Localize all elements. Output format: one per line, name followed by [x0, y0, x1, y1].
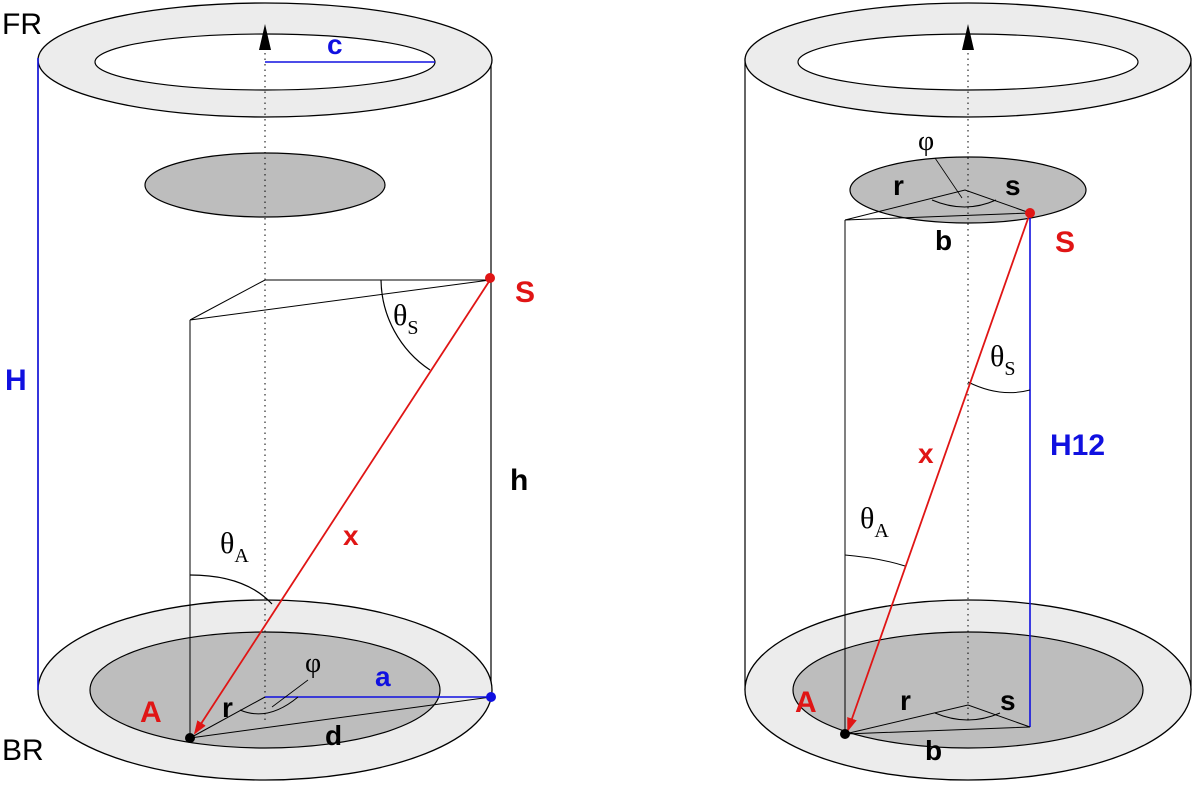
- left-label-r: r: [222, 692, 233, 723]
- left-point-A: [185, 733, 195, 743]
- right-label-b-bottom: b: [925, 735, 942, 766]
- left-label-A: A: [140, 696, 162, 729]
- left-theta-A-arc: [189, 574, 273, 605]
- right-theta-S-sub: S: [1004, 358, 1015, 380]
- left-label-BR: BR: [2, 734, 44, 767]
- left-theta-A-sub: A: [234, 545, 249, 567]
- left-label-FR: FR: [2, 8, 42, 41]
- left-theta-S-arc: [380, 279, 431, 371]
- right-label-s-top: s: [1005, 170, 1021, 201]
- right-theta-A-arc: [844, 554, 906, 567]
- right-label-s-bottom: s: [1000, 685, 1016, 716]
- left-label-d: d: [325, 720, 342, 751]
- right-lower-phi-arc: [934, 712, 1001, 721]
- left-label-c: c: [327, 29, 343, 60]
- right-cylinder-figure: φ r s b S H12 x A r s b θS θA: [744, 2, 1192, 781]
- right-label-phi: φ: [918, 126, 934, 157]
- left-label-H: H: [5, 364, 27, 397]
- right-point-A: [840, 729, 850, 739]
- left-point-S: [485, 273, 495, 283]
- right-theta-A-main: θ: [860, 502, 874, 535]
- right-upper-phi-arc: [931, 199, 997, 208]
- right-path-x: [847, 212, 1031, 732]
- left-distance-d: [189, 696, 492, 739]
- left-label-theta-A: θA: [220, 527, 249, 567]
- right-axis-arrowhead: [962, 24, 974, 50]
- right-label-b-top: b: [935, 225, 952, 256]
- right-label-theta-S: θS: [990, 340, 1016, 380]
- left-label-x: x: [343, 520, 359, 551]
- left-cylinder-figure: FR BR c H S h x A a r d φ θS θA: [2, 2, 535, 781]
- right-middle-disk: [849, 156, 1087, 224]
- left-phi-leader: [271, 679, 309, 708]
- right-label-H12: H12: [1050, 429, 1105, 462]
- right-upper-triangle: [844, 189, 1031, 221]
- left-point-a-end: [486, 692, 496, 702]
- left-label-theta-S: θS: [393, 299, 419, 339]
- right-label-theta-A: θA: [860, 502, 889, 542]
- right-label-x: x: [918, 438, 934, 469]
- right-label-A: A: [795, 686, 817, 719]
- right-label-r-bottom: r: [900, 685, 911, 716]
- left-phi-arc: [239, 696, 299, 715]
- left-upper-plane: [189, 279, 491, 321]
- left-theta-S-main: θ: [393, 299, 407, 332]
- left-theta-S-sub: S: [407, 317, 418, 339]
- right-point-S: [1025, 208, 1035, 218]
- left-label-h: h: [510, 464, 528, 497]
- right-theta-S-main: θ: [990, 340, 1004, 373]
- right-label-S: S: [1055, 226, 1075, 259]
- right-theta-S-arc: [967, 381, 1031, 394]
- left-label-phi: φ: [305, 648, 321, 679]
- right-lower-triangle: [844, 704, 1031, 735]
- right-label-r-top: r: [893, 170, 904, 201]
- right-phi-leader: [934, 157, 963, 199]
- left-theta-A-main: θ: [220, 527, 234, 560]
- left-label-S: S: [515, 276, 535, 309]
- left-label-a: a: [375, 661, 391, 692]
- left-axis-arrowhead: [259, 24, 271, 50]
- right-theta-A-sub: A: [874, 520, 889, 542]
- left-path-x: [193, 279, 491, 735]
